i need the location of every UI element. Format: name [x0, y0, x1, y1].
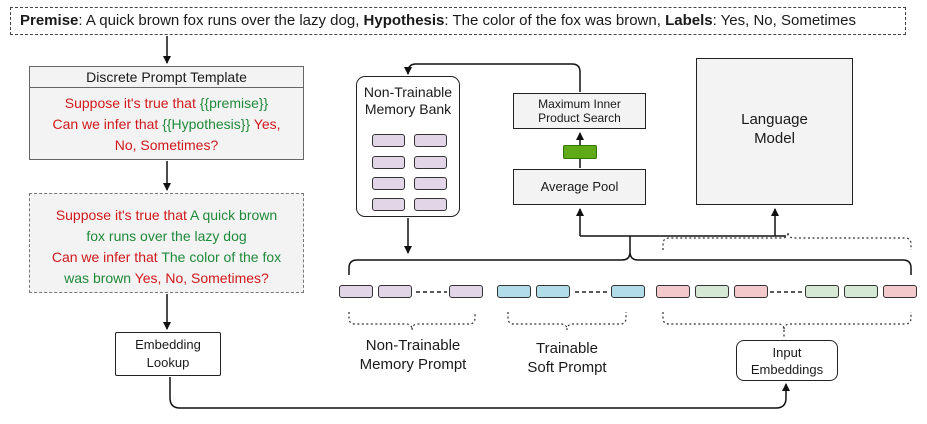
- filled-line3-green: The color of the fox: [161, 249, 282, 265]
- memory-bank-slot: [372, 156, 405, 169]
- template-premise-slot: {{premise}}: [199, 95, 269, 111]
- input-token: [883, 285, 917, 298]
- dotted-brace-input: [662, 312, 912, 331]
- average-pool-box: Average Pool: [513, 169, 646, 205]
- input-embeddings-line1: Input: [772, 345, 802, 360]
- template-line2-tail: Yes,: [250, 116, 281, 132]
- memory-bank-slot: [414, 134, 447, 147]
- filled-line4-red: Yes, No, Sometimes?: [134, 270, 269, 286]
- soft-prompt-caption-line2: Soft Prompt: [527, 359, 607, 376]
- input-embeddings-box: Input Embeddings: [736, 340, 838, 381]
- labels-label: Labels: [665, 12, 713, 29]
- template-line3: No, Sometimes?: [114, 137, 219, 153]
- soft-prompt-caption-line1: Trainable: [536, 340, 598, 357]
- input-token: [695, 285, 729, 298]
- dotted-brace-top: [662, 231, 912, 250]
- memory-prompt-token: [339, 285, 373, 298]
- template-hypothesis-slot: {{Hypothesis}}: [162, 116, 251, 132]
- mips-line2: Product Search: [538, 111, 621, 125]
- embedding-lookup-line1: Embedding: [135, 337, 201, 352]
- memory-prompt-token: [378, 285, 412, 298]
- memory-bank-slot: [414, 198, 447, 211]
- input-example-box: Premise: A quick brown fox runs over the…: [10, 7, 906, 35]
- memory-bank-title: Non-Trainable Memory Bank: [357, 84, 459, 118]
- soft-prompt-token: [497, 285, 531, 298]
- dotted-brace-soft: [507, 312, 627, 331]
- input-token: [844, 285, 878, 298]
- memory-bank-slot: [372, 198, 405, 211]
- arrow-lookup-to-input-embeddings: [169, 377, 790, 409]
- premise-label: Premise: [20, 12, 79, 29]
- memory-bank-box: Non-Trainable Memory Bank: [356, 76, 460, 217]
- template-body: Suppose it's true that {{premise}} Can w…: [29, 88, 304, 160]
- mips-box: Maximum Inner Product Search: [513, 93, 646, 129]
- arrow-mips-to-memory-bank: [404, 63, 581, 92]
- soft-prompt-token: [611, 285, 645, 298]
- template-line2-red: Can we infer that: [52, 116, 163, 132]
- input-token: [734, 285, 768, 298]
- memory-bank-slot: [414, 156, 447, 169]
- embedding-lookup-box: Embedding Lookup: [115, 332, 221, 376]
- language-model-box: Language Model: [696, 58, 853, 205]
- memory-bank-slot: [372, 177, 405, 190]
- hypothesis-text: : The color of the fox was brown,: [444, 12, 666, 29]
- language-model-line2: Model: [754, 130, 795, 147]
- solid-brace: [348, 251, 912, 275]
- memory-bank-title-line1: Non-Trainable: [363, 84, 453, 100]
- memory-prompt-caption-line2: Memory Prompt: [359, 356, 467, 373]
- memory-prompt-caption-line1: Non-Trainable: [365, 337, 461, 354]
- labels-text: : Yes, No, Sometimes: [712, 12, 856, 29]
- memory-bank-title-line2: Memory Bank: [364, 101, 452, 117]
- memory-prompt-caption: Non-Trainable Memory Prompt: [340, 336, 486, 374]
- template-line1-red: Suppose it's true that: [64, 95, 200, 111]
- mips-line1: Maximum Inner: [538, 97, 621, 111]
- language-model-line1: Language: [741, 111, 808, 128]
- memory-prompt-token: [449, 285, 483, 298]
- embedding-lookup-line2: Lookup: [146, 355, 190, 370]
- hypothesis-label: Hypothesis: [363, 12, 445, 29]
- input-token: [805, 285, 839, 298]
- filled-line1-red: Suppose it's true that: [55, 207, 191, 223]
- dotted-brace-memory: [348, 312, 476, 331]
- filled-prompt-box: Suppose it's true that A quick brown fox…: [29, 193, 304, 293]
- input-token: [656, 285, 690, 298]
- memory-bank-slot: [372, 134, 405, 147]
- filled-line2-green: fox runs over the lazy dog: [86, 228, 247, 244]
- memory-bank-slot: [414, 177, 447, 190]
- pooled-vector-chip: [563, 145, 597, 159]
- filled-line4-green: was brown: [64, 270, 135, 286]
- filled-line3-red: Can we infer that: [51, 249, 162, 265]
- input-embeddings-line2: Embeddings: [750, 362, 824, 377]
- template-title: Discrete Prompt Template: [29, 66, 304, 88]
- premise-text: : A quick brown fox runs over the lazy d…: [78, 12, 364, 29]
- filled-line1-green: A quick brown: [190, 207, 278, 223]
- soft-prompt-token: [536, 285, 570, 298]
- soft-prompt-caption: Trainable Soft Prompt: [512, 339, 622, 377]
